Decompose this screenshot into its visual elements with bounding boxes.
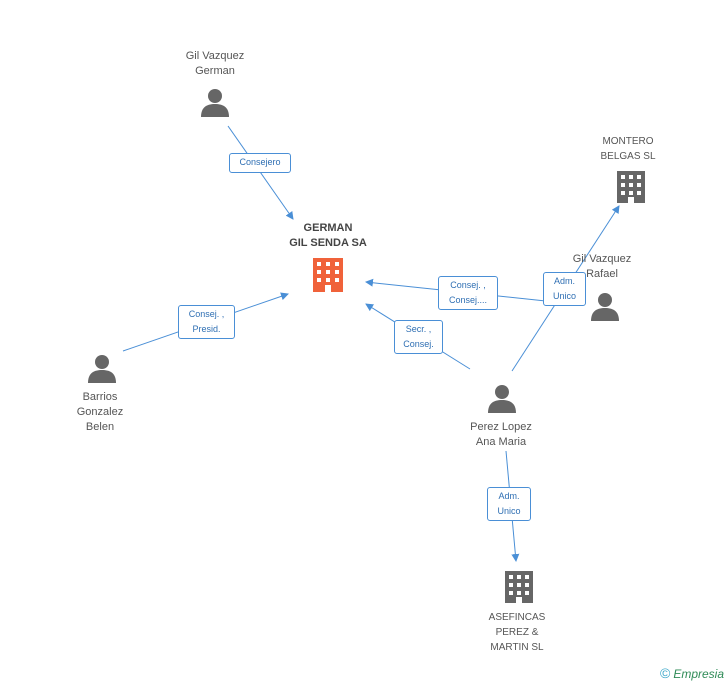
asefincas-label[interactable]: ASEFINCAS PEREZ & MARTIN SL: [488, 612, 546, 653]
montero-company-icon[interactable]: [617, 171, 645, 203]
gil-german-label[interactable]: Gil Vazquez German: [185, 50, 245, 77]
perez-person-icon[interactable]: [488, 385, 516, 413]
edge-label-secr-consej[interactable]: Secr. , Consej.: [394, 320, 443, 354]
barrios-person-icon[interactable]: [88, 355, 116, 383]
edge-label-consej-consej[interactable]: Consej. , Consej....: [438, 276, 498, 310]
gil-german-person-icon[interactable]: [201, 89, 229, 117]
gil-rafael-label[interactable]: Gil Vazquez Rafael: [572, 253, 632, 280]
edge-label-adm-unico-asefincas[interactable]: Adm. Unico: [487, 487, 531, 521]
main-company-label[interactable]: GERMAN GIL SENDA SA: [289, 222, 367, 249]
copyright-footer: ©Empresia: [660, 665, 724, 681]
main-company-icon[interactable]: [313, 258, 343, 292]
edge-label-adm-unico-montero[interactable]: Adm. Unico: [543, 272, 586, 306]
asefincas-company-icon[interactable]: [505, 571, 533, 603]
edge-label-consejero[interactable]: Consejero: [229, 153, 291, 173]
gil-rafael-person-icon[interactable]: [591, 293, 619, 321]
brand-name[interactable]: Empresia: [673, 667, 724, 681]
barrios-label[interactable]: Barrios Gonzalez Belen: [76, 391, 124, 433]
copyright-symbol: ©: [659, 665, 671, 681]
montero-label[interactable]: MONTERO BELGAS SL: [600, 136, 656, 162]
edge-label-consej-presid[interactable]: Consej. , Presid.: [178, 305, 235, 339]
perez-label[interactable]: Perez Lopez Ana Maria: [470, 421, 532, 448]
